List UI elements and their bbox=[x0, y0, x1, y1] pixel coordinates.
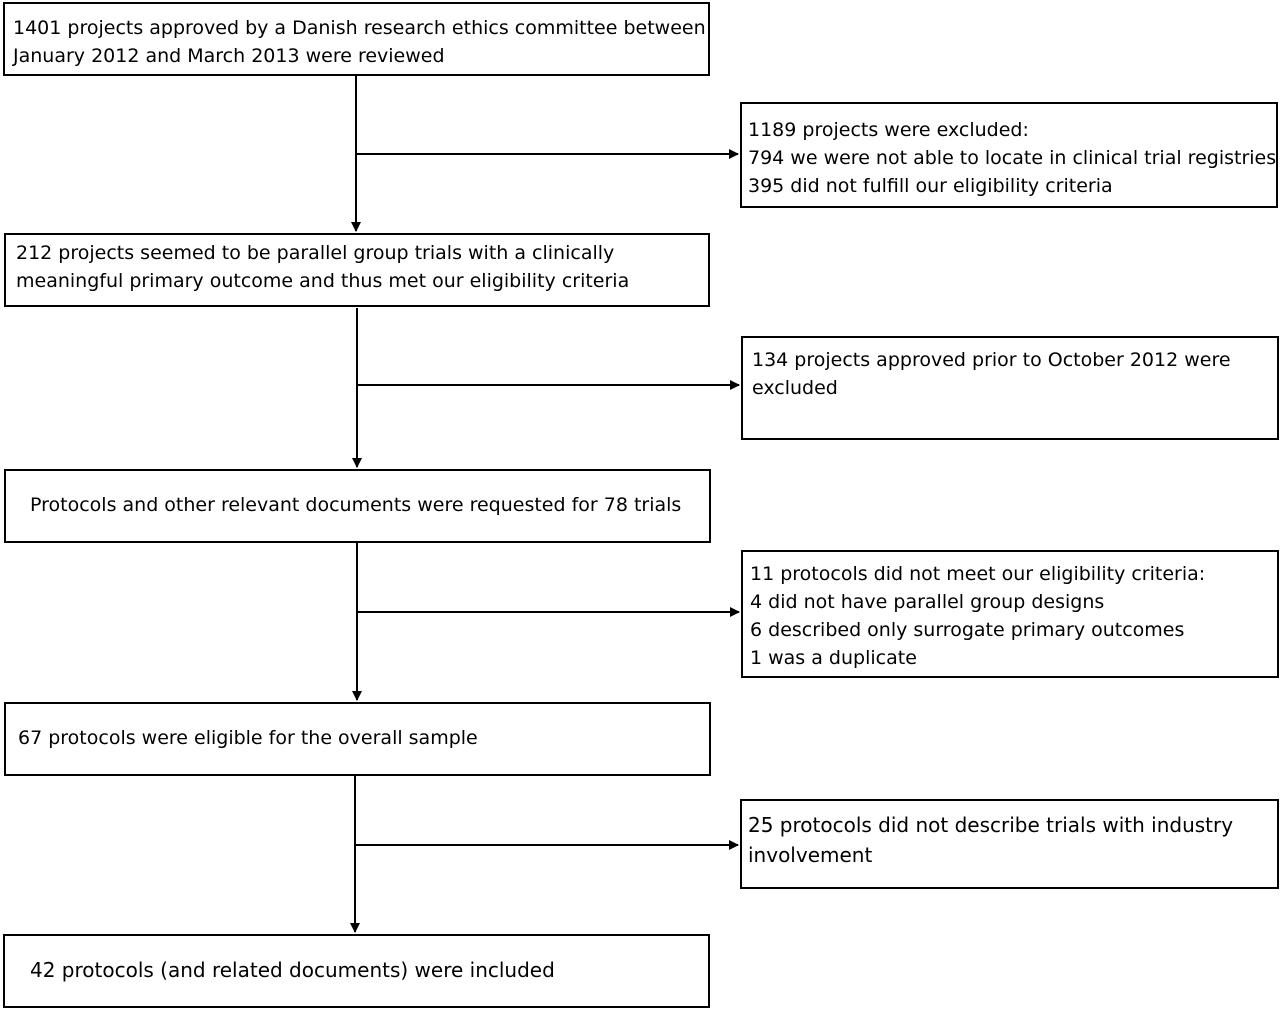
box-seemed-eligible: 212 projects seemed to be parallel group… bbox=[4, 233, 710, 307]
box-eligible-sample-text: 67 protocols were eligible for the overa… bbox=[18, 727, 478, 749]
box-eligible-sample: 67 protocols were eligible for the overa… bbox=[4, 702, 711, 776]
box-excluded-11: 11 protocols did not meet our eligibilit… bbox=[741, 550, 1279, 678]
box-excluded-1189: 1189 projects were excluded: 794 we were… bbox=[740, 102, 1278, 208]
box-included-text: 42 protocols (and related documents) wer… bbox=[30, 958, 555, 982]
box-requested: Protocols and other relevant documents w… bbox=[4, 469, 711, 543]
box-excluded-1189-text: 1189 projects were excluded: 794 we were… bbox=[748, 119, 1277, 197]
box-reviewed-text: 1401 projects approved by a Danish resea… bbox=[13, 17, 706, 67]
box-excluded-11-text: 11 protocols did not meet our eligibilit… bbox=[750, 563, 1206, 669]
box-excluded-134: 134 projects approved prior to October 2… bbox=[741, 336, 1279, 440]
box-included: 42 protocols (and related documents) wer… bbox=[3, 934, 710, 1008]
box-requested-text: Protocols and other relevant documents w… bbox=[30, 494, 682, 516]
box-excluded-25: 25 protocols did not describe trials wit… bbox=[740, 799, 1279, 889]
box-excluded-134-text: 134 projects approved prior to October 2… bbox=[752, 349, 1231, 399]
box-reviewed: 1401 projects approved by a Danish resea… bbox=[3, 2, 710, 76]
box-seemed-eligible-text: 212 projects seemed to be parallel group… bbox=[16, 242, 630, 292]
box-excluded-25-text: 25 protocols did not describe trials wit… bbox=[748, 813, 1234, 867]
